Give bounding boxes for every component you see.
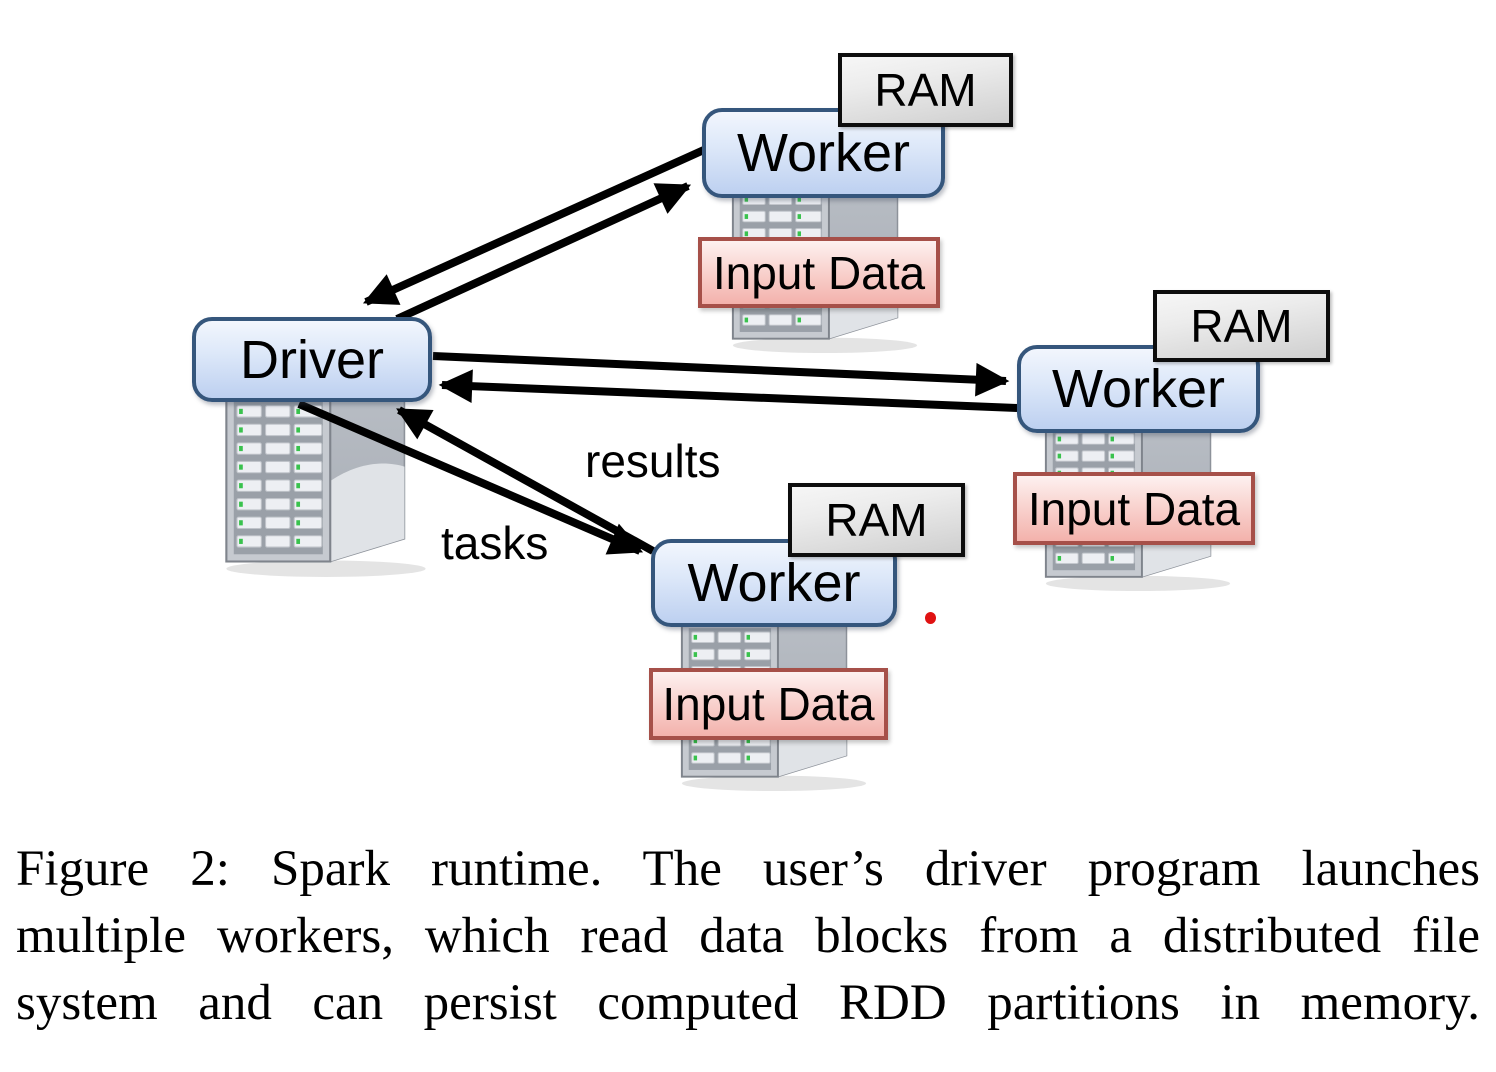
input-data-box-top-worker: Input Data <box>698 237 940 308</box>
driver-server-icon <box>220 382 432 578</box>
arrow-driver-to-top-worker <box>395 182 692 323</box>
worker-label: Worker <box>687 553 861 613</box>
red-dot-mark <box>925 612 936 624</box>
arrow-right-worker-to-driver <box>438 369 1019 412</box>
input-data-box-right-worker: Input Data <box>1013 472 1255 545</box>
worker-label: Worker <box>1051 359 1226 419</box>
tasks-edge-label: tasks <box>441 517 549 569</box>
arrow-top-worker-to-driver <box>362 145 708 306</box>
figure-caption: Figure 2: Spark runtime. The user’s driv… <box>16 836 1480 1037</box>
input-data-label: Input Data <box>662 678 875 730</box>
ram-box-top-worker: RAM <box>838 53 1013 127</box>
caption-line-1: Figure 2: Spark runtime. The user’s driv… <box>16 841 1480 897</box>
driver-label: Driver <box>240 329 384 390</box>
caption-line-3: system and can persist computed RDD part… <box>16 975 1480 1031</box>
driver-node: Driver <box>192 317 432 402</box>
ram-box-bottom-worker: RAM <box>788 483 965 557</box>
ram-box-right-worker: RAM <box>1153 290 1330 362</box>
caption-line-2: multiple workers, which read data blocks… <box>16 908 1480 964</box>
ram-label: RAM <box>1190 300 1293 352</box>
ram-label: RAM <box>825 494 928 546</box>
input-data-label: Input Data <box>712 246 926 299</box>
input-data-box-bottom-worker: Input Data <box>649 668 888 740</box>
results-edge-label: results <box>585 435 721 487</box>
worker-label: Worker <box>736 123 911 183</box>
arrow-driver-to-right-worker <box>432 352 1010 397</box>
ram-label: RAM <box>874 64 977 116</box>
input-data-label: Input Data <box>1027 482 1241 535</box>
